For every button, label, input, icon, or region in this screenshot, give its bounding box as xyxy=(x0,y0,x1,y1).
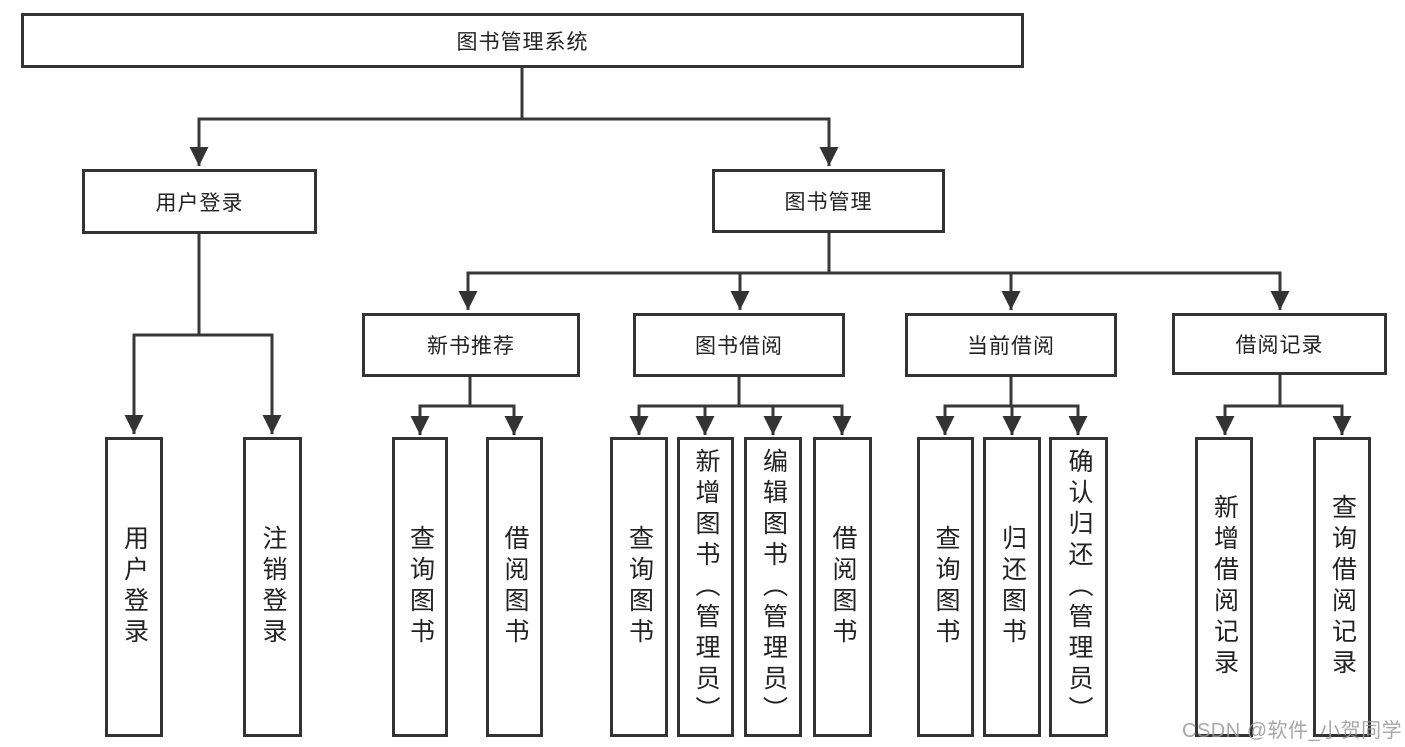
leaf-query-books-current: 查询图书 xyxy=(917,437,974,737)
node-user-login-branch: 用户登录 xyxy=(82,169,317,234)
leaf-edit-book-admin: 编辑图书（管理员） xyxy=(744,437,802,737)
connector-borrow-split xyxy=(637,375,844,408)
leaf-confirm-return-admin-label: 确认归还（管理员） xyxy=(1065,447,1093,727)
connector-login-split xyxy=(132,232,274,337)
leaf-user-login-label: 用户登录 xyxy=(120,525,149,649)
leaf-borrow-books-borrow-label: 借阅图书 xyxy=(829,525,857,649)
node-book-mgmt-branch: 图书管理 xyxy=(712,169,945,233)
connector-root-arrows xyxy=(189,120,839,166)
leaf-borrow-books-newbooks-label: 借阅图书 xyxy=(501,525,529,649)
connector-current-arrows xyxy=(935,407,1088,435)
leaf-add-borrow-record: 新增借阅记录 xyxy=(1195,437,1253,737)
leaf-add-book-admin: 新增图书（管理员） xyxy=(677,437,734,737)
leaf-borrow-books-newbooks: 借阅图书 xyxy=(486,437,543,737)
leaf-logout: 注销登录 xyxy=(243,437,302,737)
leaf-query-books-borrow: 查询图书 xyxy=(610,437,668,737)
leaf-confirm-return-admin: 确认归还（管理员） xyxy=(1049,437,1108,737)
node-group-new-books: 新书推荐 xyxy=(362,313,580,377)
leaf-edit-book-admin-label: 编辑图书（管理员） xyxy=(759,447,788,727)
leaf-user-login: 用户登录 xyxy=(105,437,163,737)
leaf-add-borrow-record-label: 新增借阅记录 xyxy=(1210,494,1239,680)
node-group-current-borrow: 当前借阅 xyxy=(905,313,1117,377)
leaf-logout-label: 注销登录 xyxy=(259,525,287,649)
connector-records-split xyxy=(1223,373,1344,408)
node-group-borrow-records: 借阅记录 xyxy=(1172,313,1387,375)
leaf-query-books-newbooks: 查询图书 xyxy=(392,437,448,737)
leaf-query-books-borrow-label: 查询图书 xyxy=(625,525,654,649)
connector-root-split xyxy=(197,66,831,121)
connector-current-split xyxy=(943,375,1080,408)
connector-records-arrows xyxy=(1215,407,1352,435)
leaf-query-borrow-record: 查询借阅记录 xyxy=(1313,437,1371,737)
connector-login-arrows xyxy=(124,336,282,434)
connector-newbooks-split xyxy=(418,375,516,408)
leaf-return-book: 归还图书 xyxy=(983,437,1041,737)
leaf-query-borrow-record-label: 查询借阅记录 xyxy=(1328,494,1357,680)
leaf-add-book-admin-label: 新增图书（管理员） xyxy=(692,447,720,727)
leaf-query-books-current-label: 查询图书 xyxy=(932,525,960,649)
leaf-borrow-books-borrow: 借阅图书 xyxy=(813,437,872,737)
connector-borrow-arrows xyxy=(629,407,852,435)
connector-mgmt-arrows xyxy=(458,274,1290,310)
leaf-query-books-newbooks-label: 查询图书 xyxy=(406,525,435,649)
node-root: 图书管理系统 xyxy=(21,13,1024,68)
connector-mgmt-split xyxy=(466,231,1282,275)
node-group-book-borrow: 图书借阅 xyxy=(633,313,845,377)
leaf-return-book-label: 归还图书 xyxy=(998,525,1027,649)
connector-newbooks-arrows xyxy=(410,407,524,435)
